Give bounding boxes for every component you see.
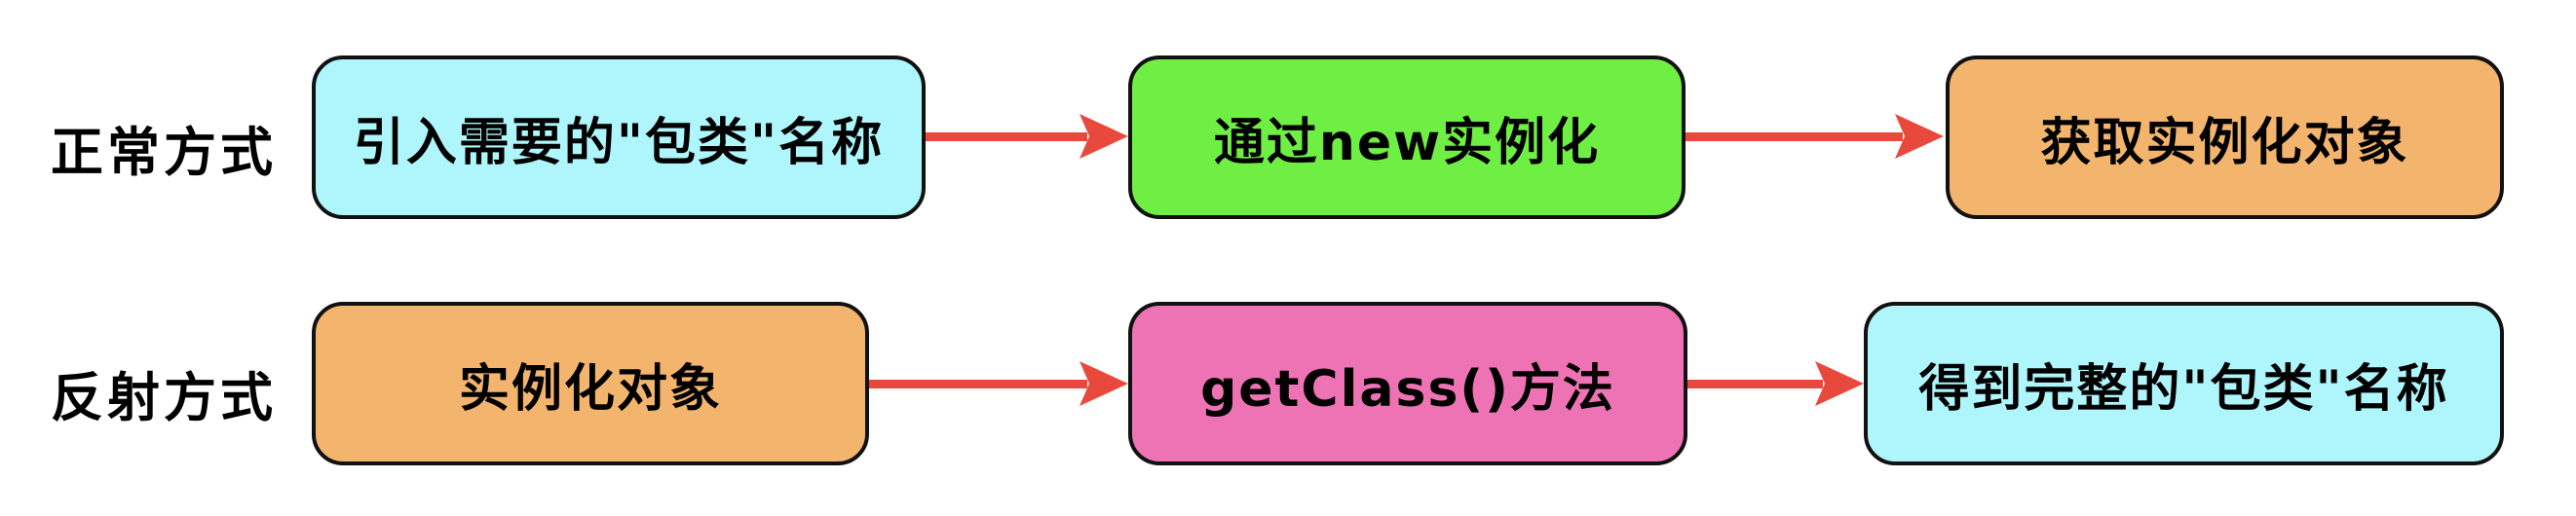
arrow-line — [926, 131, 1087, 141]
arrow-right-icon — [1687, 361, 1864, 406]
step-box-instantiated-object: 实例化对象 — [312, 302, 869, 465]
arrow-line — [1687, 379, 1823, 388]
arrow-line — [869, 379, 1087, 388]
step-box-import-package-class-name: 引入需要的"包类"名称 — [312, 55, 926, 219]
row-label-normal-way: 正常方式 — [51, 122, 277, 183]
step-box-get-instantiated-object: 获取实例化对象 — [1946, 55, 2504, 219]
arrow-right-icon — [1686, 114, 1944, 159]
arrow-right-icon — [926, 114, 1128, 159]
step-box-get-full-package-class-name: 得到完整的"包类"名称 — [1864, 302, 2504, 465]
row-label-reflection-way: 反射方式 — [51, 367, 277, 428]
step-box-getclass-method: getClass()方法 — [1128, 302, 1687, 465]
step-box-instantiate-via-new: 通过new实例化 — [1128, 55, 1686, 219]
arrow-line — [1686, 131, 1903, 141]
arrow-right-icon — [869, 361, 1128, 406]
